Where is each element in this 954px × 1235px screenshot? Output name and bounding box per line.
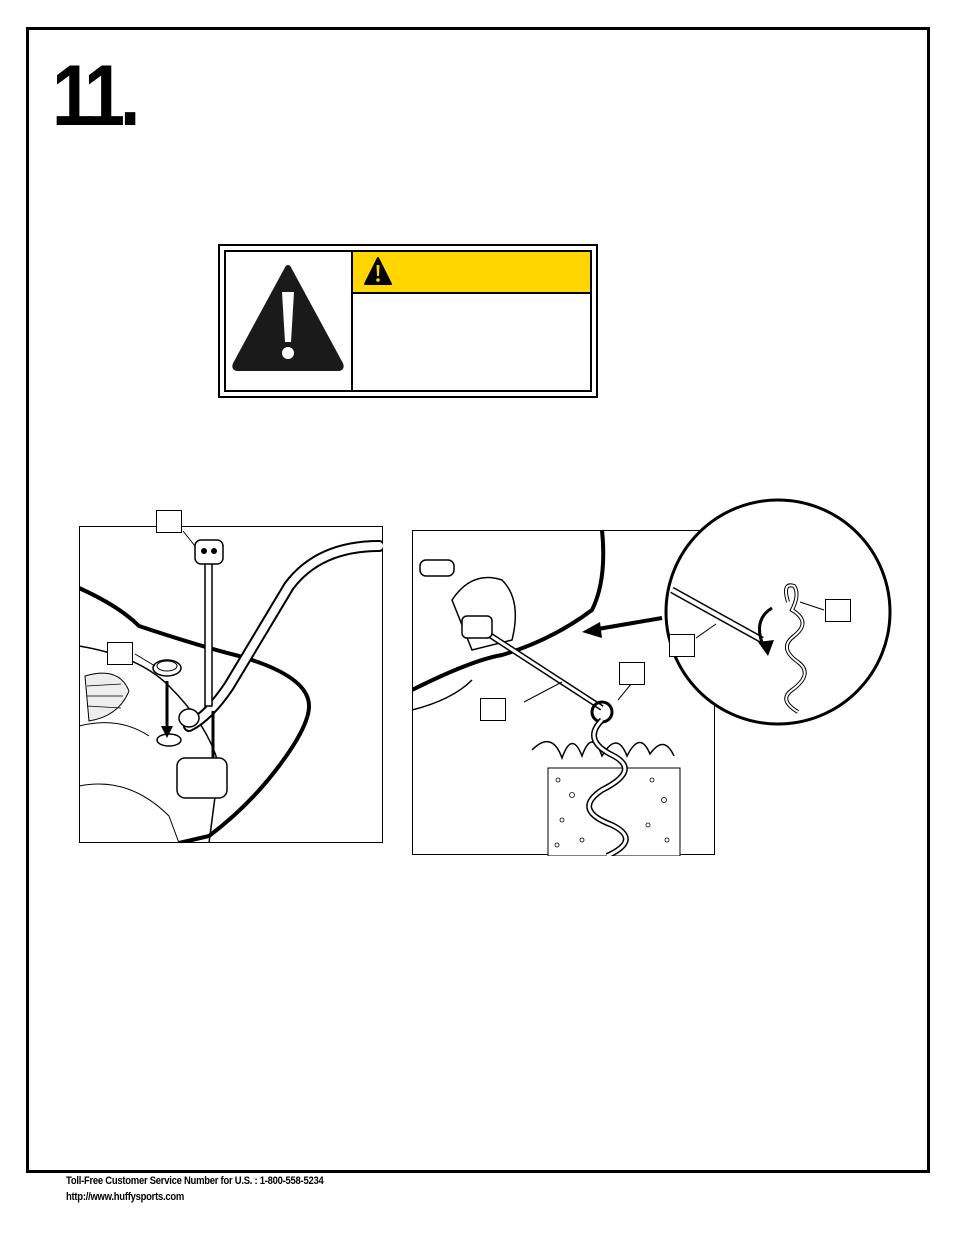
callout-box [669, 634, 695, 657]
callout-box [619, 662, 645, 685]
page-frame [26, 27, 930, 1173]
step-number: 11. [52, 48, 140, 144]
warning-label [218, 244, 598, 398]
warning-label-inner [224, 250, 592, 392]
callout-box [156, 510, 182, 533]
warning-header [353, 252, 590, 294]
warning-body [353, 294, 590, 390]
footer-phone-line: Toll-Free Customer Service Number for U.… [66, 1175, 324, 1187]
right-illustration [411, 490, 896, 859]
base-fill-illustration [78, 526, 385, 845]
footer-url-line[interactable]: http://www.huffysports.com [66, 1191, 185, 1203]
warning-triangle-icon [364, 257, 392, 285]
warning-icon-cell [226, 252, 353, 390]
callout-box [480, 698, 506, 721]
callout-box [825, 599, 851, 622]
left-illustration [78, 510, 385, 845]
callout-box [107, 642, 133, 665]
anchor-stake-illustration [411, 498, 892, 859]
exclamation-triangle-icon [232, 265, 344, 371]
